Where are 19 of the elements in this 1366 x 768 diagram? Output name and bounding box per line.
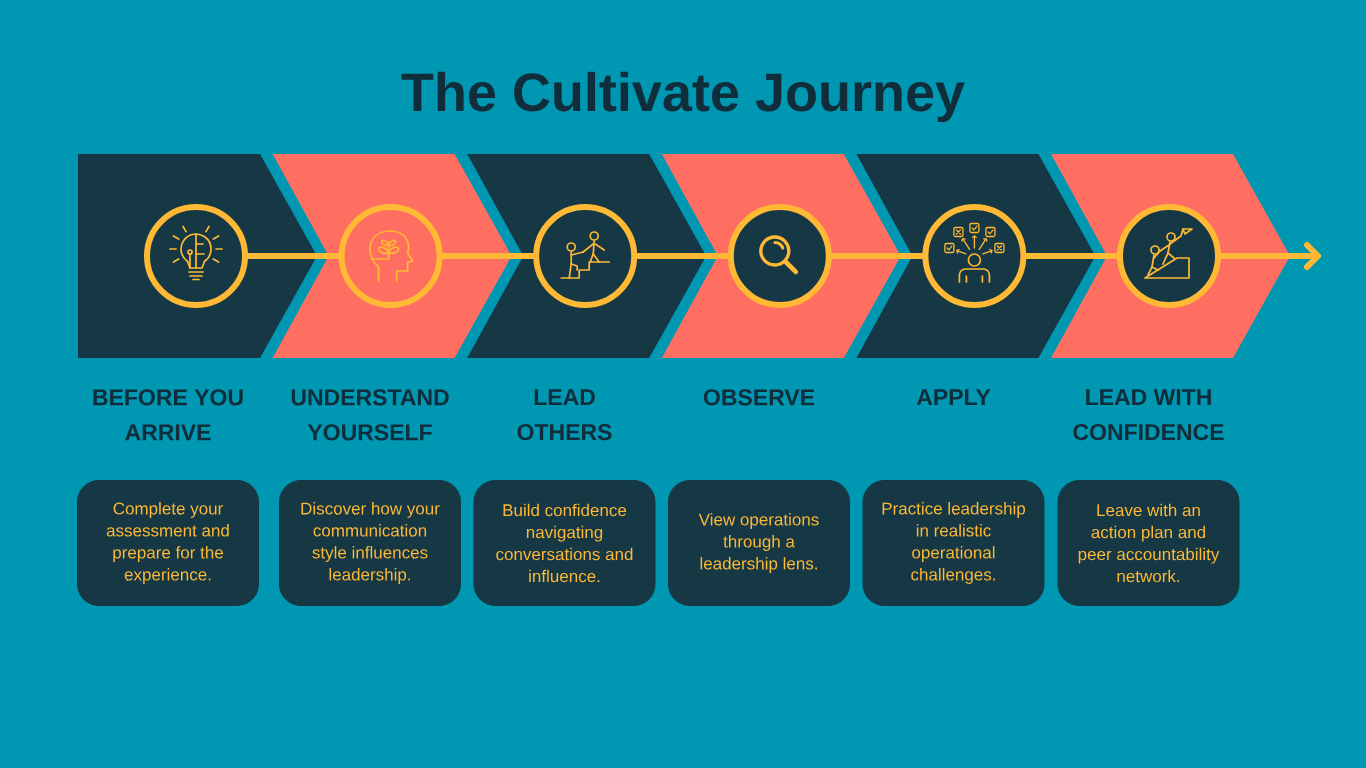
stage-heading: LEAD OTHERS <box>517 389 612 441</box>
stage-heading: LEAD WITH CONFIDENCE <box>1073 389 1224 441</box>
description-box: Practice leadership in realistic operational challenges. <box>862 480 1045 606</box>
description-box: Build confidence navigating conversations and influence. <box>473 480 656 606</box>
connector-line <box>245 253 342 259</box>
connector-line <box>634 253 731 259</box>
stage-heading: BEFORE YOU ARRIVE <box>93 389 243 441</box>
connector-line <box>828 253 926 259</box>
stage-heading: OBSERVE <box>703 389 815 406</box>
stage-heading: APPLY <box>916 389 991 405</box>
description-box: Complete your assessment and prepare for the experience. <box>77 480 259 606</box>
connector-line <box>1023 253 1120 259</box>
stage-heading: UNDERSTAND YOURSELF <box>291 389 449 441</box>
arrow <box>1218 242 1321 270</box>
connector-line <box>439 253 537 259</box>
title: The Cultivate Journey <box>401 71 965 123</box>
description-box: Leave with an action plan and peer accountability network. <box>1057 480 1240 606</box>
description-box: Discover how your communication style influences leadership. <box>279 480 461 606</box>
description-box: View operations through a leadership lens. <box>668 480 850 606</box>
